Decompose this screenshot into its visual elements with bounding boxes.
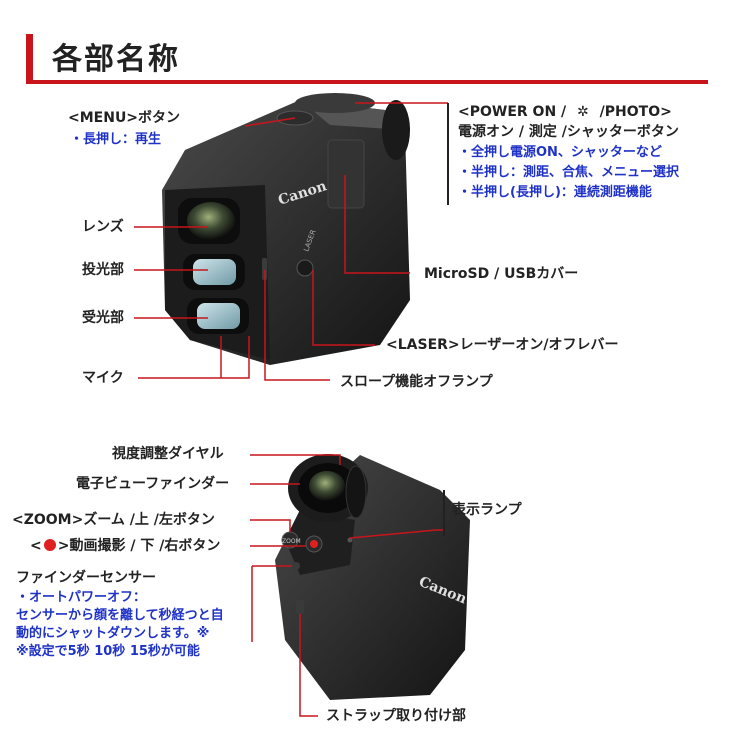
note-power-full-press: ・全押し電源ON、シャッターなど — [458, 145, 662, 160]
note-menu-long-press: ・長押し：再生 — [70, 132, 162, 147]
evf-glass — [309, 471, 345, 501]
label-record-part-a: < — [30, 538, 42, 554]
label-power-photo: <POWER ON / ✲ /PHOTO> — [458, 102, 672, 122]
note-auto-power-off: ・オートパワーオフ： — [16, 590, 147, 605]
label-microsd-cover: MicroSD / USBカバー — [424, 266, 579, 282]
note-sensor-line2: センサーから顔を離して秒経つと自 — [16, 608, 224, 623]
receiver-glass — [197, 303, 240, 329]
label-power-sub: 電源オン / 測定 /シャッターボタン — [458, 124, 679, 140]
finder-sensor — [292, 562, 300, 570]
note-sensor-line3: 動的にシャットダウンします。※ — [16, 626, 210, 641]
zoom-button-text: ZOOM — [282, 538, 301, 545]
power-photo-button — [295, 93, 375, 113]
label-indicator-lamp: 表示ランプ — [452, 502, 522, 518]
rangefinder-rear-view: ZOOM Canon — [275, 454, 470, 700]
strap-mount — [296, 600, 304, 614]
shutter-icon: ✲ — [577, 104, 589, 120]
label-record-button: < >動画撮影 / 下 /右ボタン — [30, 536, 220, 556]
label-mic: マイク — [82, 370, 124, 386]
header-accent-bar — [26, 34, 33, 84]
top-leader-lines — [134, 102, 449, 381]
page-title: 各部名称 — [52, 42, 180, 77]
label-laser-lever: <LASER>レーザーオン/オフレバー — [386, 337, 619, 353]
note-power-continuous: ・半押し(長押し)：連続測距機能 — [458, 185, 652, 200]
bottom-leader-lines — [250, 454, 444, 717]
label-receiver: 受光部 — [82, 310, 124, 326]
label-diopter-dial: 視度調整ダイヤル — [112, 446, 224, 462]
label-menu-button: <MENU>ボタン — [68, 110, 181, 126]
label-record-part-b: >動画撮影 / 下 /右ボタン — [57, 538, 221, 554]
record-button — [310, 540, 318, 548]
record-dot-icon — [43, 539, 56, 551]
lens-glass — [187, 202, 235, 240]
emitter-glass — [193, 259, 236, 285]
label-finder-sensor: ファインダーセンサー — [16, 570, 156, 586]
diopter-dial — [345, 465, 367, 519]
rangefinder-front-view: LASER Canon — [162, 93, 410, 365]
note-power-half-press: ・半押し：測距、合焦、メニュー選択 — [458, 165, 680, 180]
indicator-lamp — [347, 537, 353, 543]
label-strap-mount: ストラップ取り付け部 — [326, 708, 466, 724]
label-emitter: 投光部 — [82, 262, 124, 278]
label-evf: 電子ビューファインダー — [76, 476, 230, 492]
note-sensor-line4: ※設定で5秒 10秒 15秒が可能 — [16, 644, 200, 659]
label-power-part-a: <POWER ON / — [458, 104, 567, 120]
label-power-part-b: /PHOTO> — [599, 104, 672, 120]
header-underline — [26, 80, 708, 84]
label-slope-lamp: スロープ機能オフランプ — [340, 374, 493, 390]
label-lens: レンズ — [82, 219, 124, 235]
label-zoom-button: <ZOOM>ズーム /上 /左ボタン — [12, 512, 215, 528]
